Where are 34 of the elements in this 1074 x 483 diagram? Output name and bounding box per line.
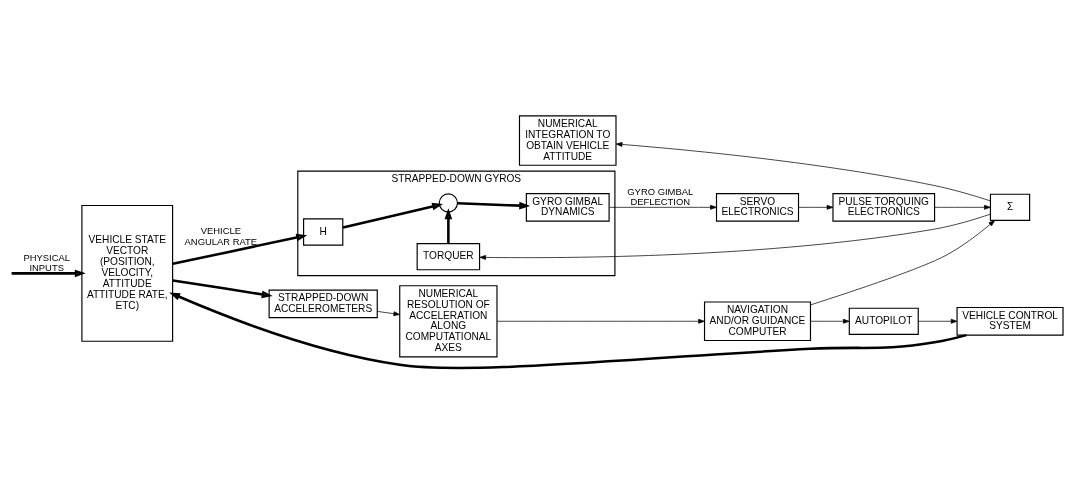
arrow <box>172 233 308 265</box>
arrow <box>608 204 717 210</box>
node-box: STRAPPED-DOWN ACCELEROMETERS <box>268 289 378 318</box>
arrow <box>169 291 967 369</box>
arrow <box>615 141 991 201</box>
arrow <box>934 204 991 210</box>
node-box: H <box>303 217 344 246</box>
node-box: NUMERICAL RESOLUTION OF ACCELERATION ALONG COMPUTATIONAL AXES <box>399 284 498 357</box>
arrow <box>457 201 531 209</box>
node-circle <box>438 192 458 213</box>
arrow <box>798 204 834 210</box>
arrow <box>377 310 400 316</box>
arrow <box>11 269 86 277</box>
node-box: PULSE TORQUING ELECTRONICS <box>832 192 936 222</box>
node-box: NUMERICAL INTEGRATION TO OBTAIN VEHICLE ATTITUDE <box>518 114 617 166</box>
node-box: NAVIGATION AND/OR GUIDANCE COMPUTER <box>703 300 812 341</box>
arrow <box>917 318 958 324</box>
node-box: GYRO GIMBAL DYNAMICS <box>525 192 610 222</box>
edge-label: VEHICLE ANGULAR RATE <box>184 224 258 247</box>
arrow <box>444 207 453 243</box>
node-box: SERVO ELECTRONICS <box>715 192 800 222</box>
node-box: Σ <box>989 193 1031 221</box>
node-box: VEHICLE CONTROL SYSTEM <box>956 306 1064 336</box>
arrow <box>496 318 705 324</box>
node-box: AUTOPILOT <box>848 307 919 335</box>
arrow <box>342 202 444 229</box>
edge-label: PHYSICAL INPUTS <box>23 251 71 273</box>
arrow <box>172 278 273 298</box>
node-box: VEHICLE STATE VECTOR (POSITION, VELOCITY, ATTITUDE ATTITUDE RATE, ETC) <box>81 204 174 342</box>
node-box: TORQUER <box>416 242 481 270</box>
arrow <box>479 213 991 260</box>
arrow <box>810 318 850 324</box>
edge-label: GYRO GIMBAL DEFLECTION <box>627 185 694 207</box>
arrow <box>810 219 996 305</box>
